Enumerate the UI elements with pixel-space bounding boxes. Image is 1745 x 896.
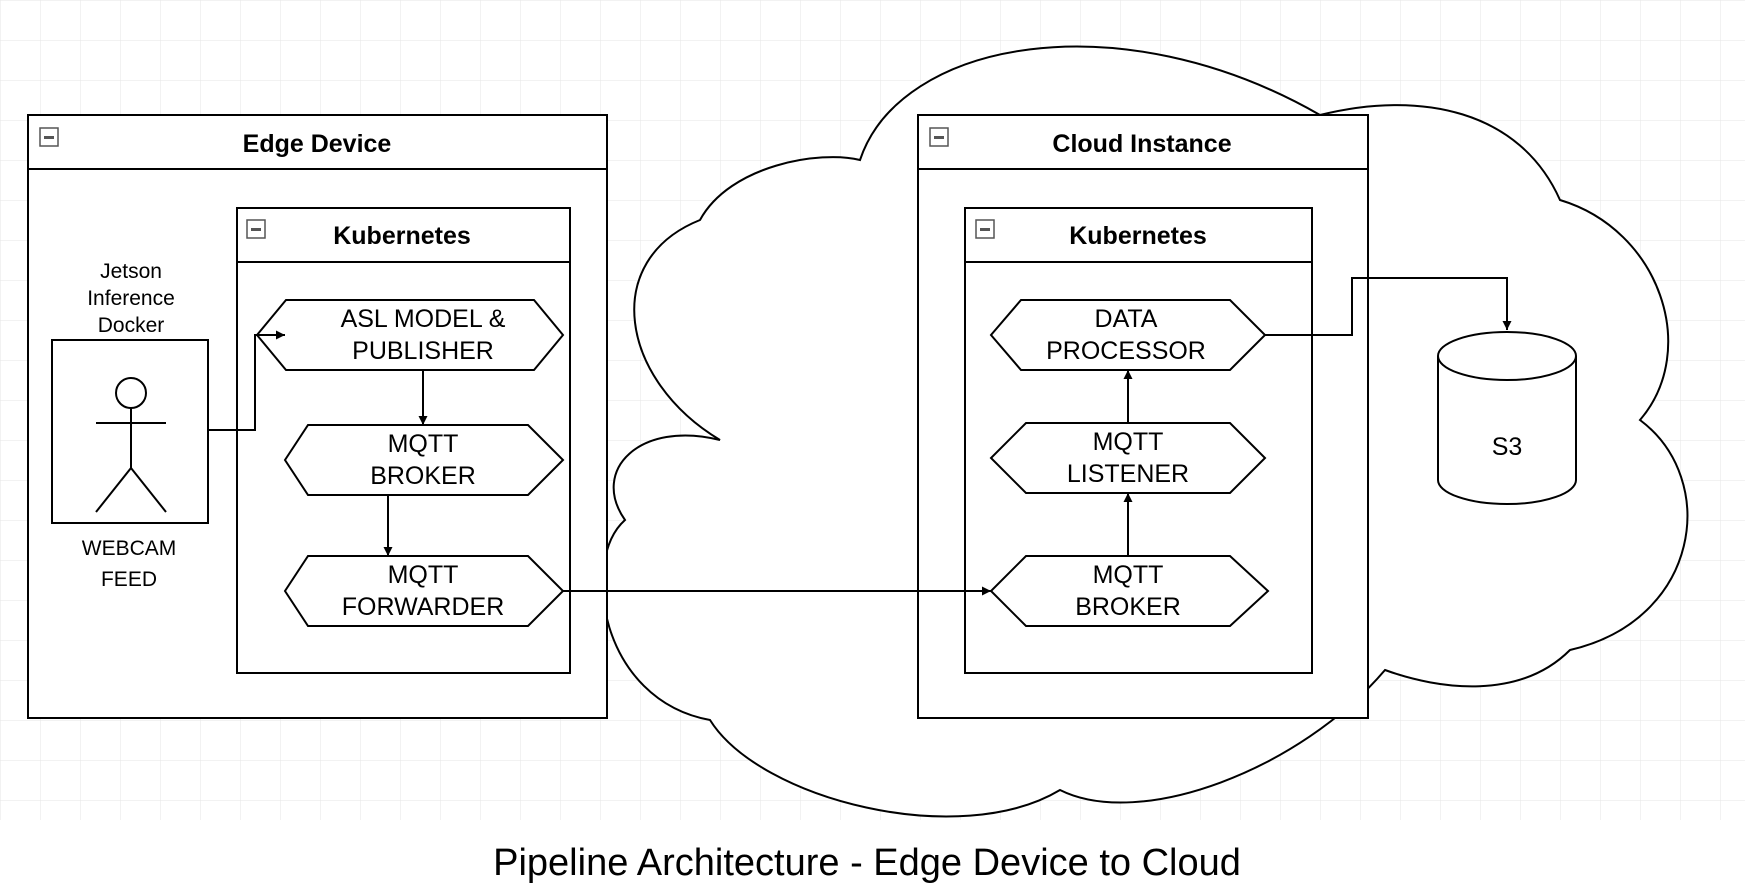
cloud-mqtt-broker-node[interactable]: MQTT BROKER (989, 555, 1270, 627)
edge-mqtt-broker-node[interactable]: MQTT BROKER (283, 424, 565, 496)
mqtt-listener-node[interactable]: MQTT LISTENER (989, 422, 1267, 494)
webcam-actor[interactable] (51, 339, 209, 524)
actor-bottom-label-2: FEED (101, 568, 157, 591)
actor-top-label-1: Jetson (100, 260, 162, 283)
collapse-icon[interactable] (975, 219, 995, 239)
s3-label: S3 (1492, 433, 1523, 461)
edge-device-title: Edge Device (243, 130, 392, 158)
diagram-caption: Pipeline Architecture - Edge Device to C… (493, 842, 1241, 884)
svg-text:PUBLISHER: PUBLISHER (352, 337, 494, 365)
svg-text:MQTT: MQTT (1093, 561, 1164, 589)
cloud-kubernetes-title: Kubernetes (1069, 222, 1207, 250)
svg-text:LISTENER: LISTENER (1067, 460, 1189, 488)
edge-processor-to-s3 (1265, 277, 1512, 336)
svg-text:PROCESSOR: PROCESSOR (1046, 337, 1206, 365)
svg-text:FORWARDER: FORWARDER (342, 593, 505, 621)
svg-text:MQTT: MQTT (1093, 428, 1164, 456)
cloud-instance-title: Cloud Instance (1052, 130, 1231, 158)
actor-bottom-label-1: WEBCAM (82, 537, 177, 560)
s3-storage[interactable]: S3 (1437, 331, 1577, 505)
actor-top-label-2: Inference (87, 287, 175, 310)
svg-text:ASL MODEL &: ASL MODEL & (341, 305, 506, 333)
data-processor-node[interactable]: DATA PROCESSOR (989, 299, 1267, 371)
edge-kubernetes-title: Kubernetes (333, 222, 471, 250)
svg-text:DATA: DATA (1095, 305, 1158, 333)
collapse-icon[interactable] (246, 219, 266, 239)
svg-text:BROKER: BROKER (370, 462, 476, 490)
svg-text:MQTT: MQTT (388, 561, 459, 589)
cylinder-icon (1437, 331, 1577, 505)
actor-top-label-3: Docker (98, 314, 165, 337)
svg-text:MQTT: MQTT (388, 430, 459, 458)
mqtt-forwarder-node[interactable]: MQTT FORWARDER (283, 555, 565, 627)
asl-model-publisher-node[interactable]: ASL MODEL & PUBLISHER (255, 299, 565, 371)
svg-text:BROKER: BROKER (1075, 593, 1181, 621)
collapse-icon[interactable] (39, 127, 59, 147)
actor-icon (95, 377, 167, 513)
edge-webcam-to-asl (208, 330, 285, 431)
collapse-icon[interactable] (929, 127, 949, 147)
